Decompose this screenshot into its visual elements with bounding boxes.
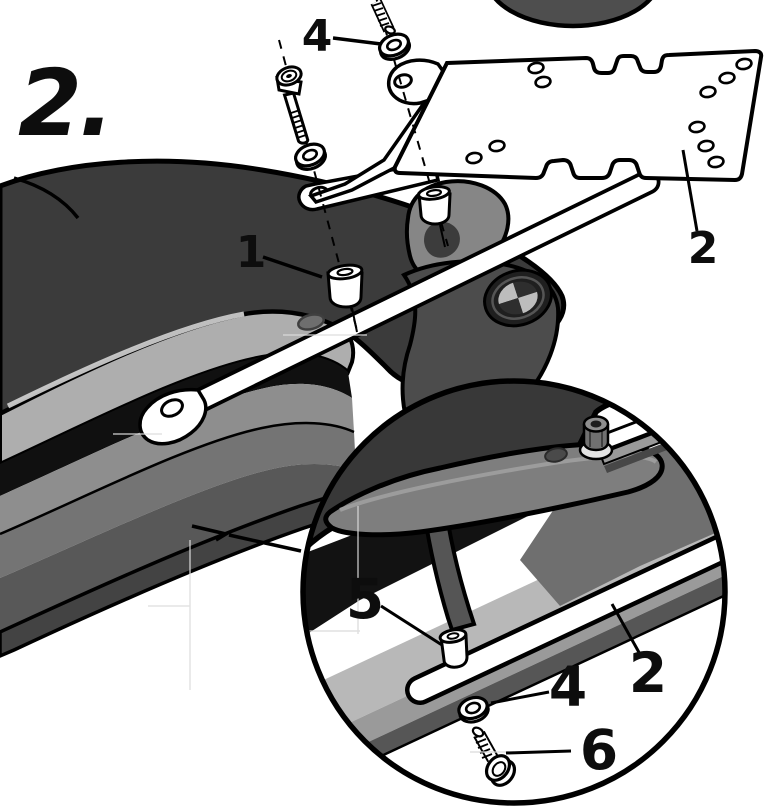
seat-fold-line <box>13 176 80 220</box>
leader-2-plate <box>681 149 699 232</box>
fairing-mid-band <box>0 383 354 534</box>
leader-5 <box>380 604 443 647</box>
leader-6 <box>505 749 572 755</box>
side-fairing <box>0 309 361 658</box>
washer-top <box>377 32 412 61</box>
under-seat-shadow <box>0 354 352 496</box>
leader-4-top <box>332 36 382 46</box>
brand-roundel <box>483 268 553 328</box>
detail-screw-part6 <box>471 726 517 787</box>
main-view <box>0 0 764 690</box>
spacer-right <box>417 185 452 248</box>
washer-left <box>293 142 328 171</box>
mounting-plate <box>392 48 764 183</box>
screw-top <box>370 0 396 35</box>
fairing-panel-band <box>0 423 356 578</box>
detail-rail-support <box>421 507 477 633</box>
callout-label-4-top: 4 <box>301 11 333 62</box>
callout-label-2-plate: 2 <box>687 223 719 274</box>
detail-rail-dimple <box>544 447 568 463</box>
callout-label-2-tube: 2 <box>628 641 668 705</box>
top-case-bottom <box>493 0 653 29</box>
fairing-recess <box>297 313 325 331</box>
leader-2-detail <box>610 603 643 657</box>
registration-lines <box>113 334 367 690</box>
detail-rack-tube <box>405 524 725 705</box>
detail-washer-part4 <box>457 695 490 724</box>
step-number: 2. <box>18 50 114 157</box>
detail-dark-band <box>303 566 725 801</box>
tube-end-hole <box>160 398 184 418</box>
callout-label-5: 5 <box>345 567 385 631</box>
leader-1 <box>262 255 323 279</box>
detail-installed-screw <box>578 415 614 461</box>
zoom-callout-wedge <box>191 524 302 553</box>
screw-left <box>275 65 310 145</box>
callout-label-1: 1 <box>235 227 267 278</box>
right-grab-rail-recess <box>424 221 460 258</box>
callout-label-6: 6 <box>579 718 619 782</box>
callout-label-4-detail: 4 <box>548 655 588 719</box>
spacer-part1 <box>326 263 364 333</box>
rack-side-tube <box>138 169 661 446</box>
plate-holes <box>465 57 753 169</box>
detail-spacer-part5 <box>438 628 469 669</box>
leader-4-detail <box>490 690 550 705</box>
detail-grab-rail <box>323 441 665 633</box>
detail-circle-ring <box>300 378 728 806</box>
